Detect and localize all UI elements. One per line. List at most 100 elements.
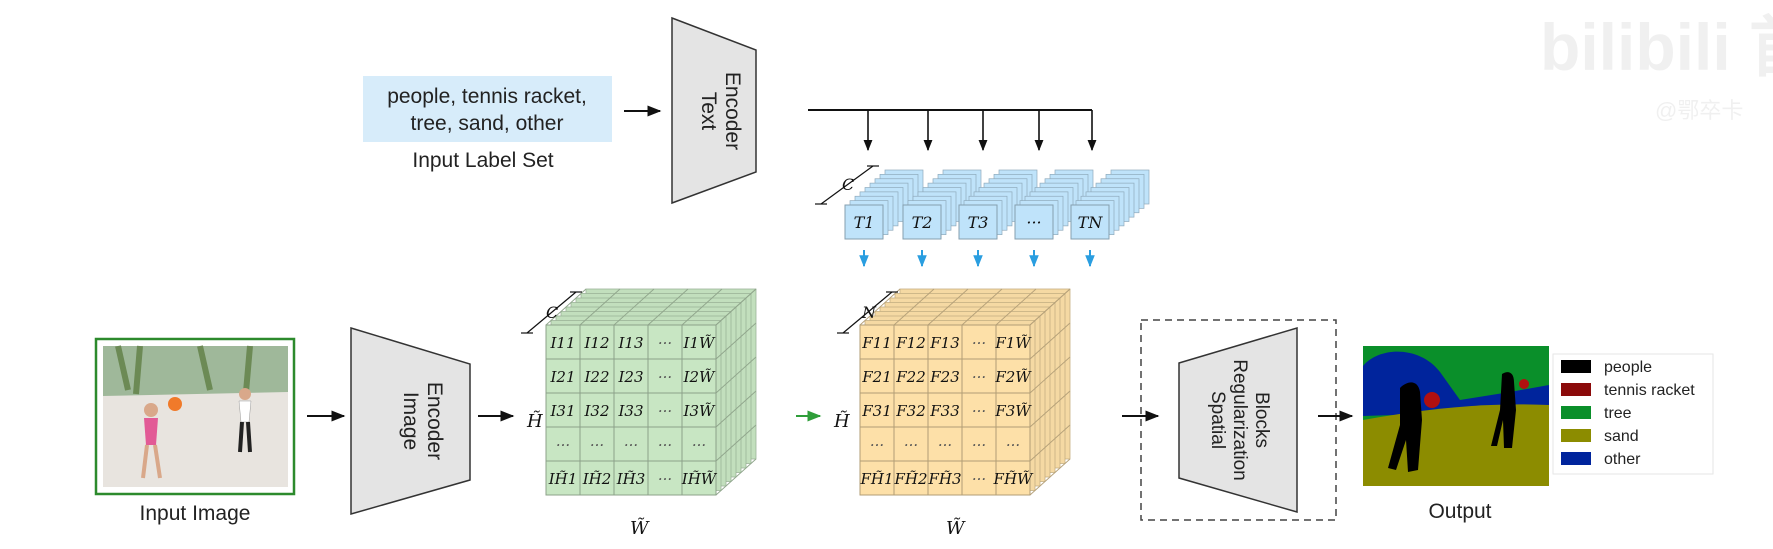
fused-feature-cell-label: ··· xyxy=(972,368,986,386)
text-token-label: T3 xyxy=(968,213,989,232)
fused-feature-cell-label: F3W̃ xyxy=(994,402,1032,420)
image-feature-cell-label: I3W̃ xyxy=(683,402,716,420)
image-encoder-line1: Image xyxy=(399,392,422,450)
image-feature-cell xyxy=(681,426,717,462)
seg-sand xyxy=(1363,404,1549,486)
photo-trees xyxy=(103,346,288,396)
fused-feature-cell xyxy=(859,460,895,496)
spatial-regularization-blocks: Spatial Regularization Blocks xyxy=(1140,319,1337,521)
fused-feature-cell-label: ··· xyxy=(972,470,986,488)
text-encoder-line2: Encoder xyxy=(721,72,744,150)
image-encoder-shape xyxy=(350,326,471,515)
fused-feature-cell xyxy=(995,392,1031,428)
image-feature-cell xyxy=(681,324,717,360)
fused-feature-cell-label: F13 xyxy=(929,334,960,352)
fused-feature-cell-label: ··· xyxy=(904,436,918,454)
text-token-label: T2 xyxy=(912,213,933,232)
image-feature-side-edge xyxy=(715,356,757,394)
text-feature-tokens: T1 T2 T3 ··· TN xyxy=(844,169,1150,240)
text-token-5: TN xyxy=(1070,169,1150,240)
image-feature-cell xyxy=(545,426,581,462)
fused-feature-cell xyxy=(927,324,963,360)
fused-feature-cell-label: ··· xyxy=(938,436,952,454)
image-feature-cell-label: I2W̃ xyxy=(683,368,716,386)
image-feature-side-edge xyxy=(715,322,757,360)
image-feature-cell xyxy=(613,324,649,360)
text-dim-line xyxy=(820,165,874,205)
legend-swatch-people xyxy=(1561,360,1591,373)
text-token-3: T3 xyxy=(958,169,1038,240)
image-feature-cell xyxy=(647,392,683,428)
photo-person2-legs xyxy=(238,421,252,453)
label-set-caption: Input Label Set xyxy=(412,149,553,172)
fused-feature-cell-label: F33 xyxy=(929,402,960,420)
photo-person1-legs xyxy=(141,444,162,479)
text-token-4: ··· xyxy=(1014,169,1094,240)
image-feature-cell-label: I1W̃ xyxy=(683,334,716,352)
spatial-line1: Spatial xyxy=(1207,391,1228,449)
fused-feature-cell-label: FH̃3 xyxy=(927,470,961,488)
label-set-line2: tree, sand, other xyxy=(411,112,564,135)
image-depth-line xyxy=(526,291,577,334)
image-feature-cell-label: ··· xyxy=(658,402,672,420)
photo-racket1 xyxy=(168,397,182,411)
text-token-front xyxy=(902,204,942,240)
text-encoder: Text Encoder xyxy=(671,16,757,205)
spatial-shape xyxy=(1178,326,1298,513)
fused-feature-cell xyxy=(927,426,963,462)
image-feature-top-edge xyxy=(647,288,689,326)
text-token-label: ··· xyxy=(1026,213,1041,232)
fused-height-label: H̃ xyxy=(833,410,850,432)
image-feature-cell xyxy=(613,358,649,394)
fused-feature-side-edge xyxy=(1029,424,1071,462)
fused-depth-label: N xyxy=(861,303,877,322)
image-feature-top-edge xyxy=(579,288,621,326)
fused-feature-cell-label: FH̃1 xyxy=(859,470,893,488)
legend-label-tree: tree xyxy=(1604,405,1632,422)
fused-feature-cell xyxy=(859,324,895,360)
fused-feature-cell xyxy=(995,324,1031,360)
input-image: Input Image xyxy=(94,337,296,525)
image-height-label: H̃ xyxy=(526,410,543,432)
fused-feature-cell-label: FH̃W̃ xyxy=(993,470,1034,488)
image-feature-top-edge xyxy=(681,288,723,326)
fused-feature-cell-label: F2W̃ xyxy=(994,368,1032,386)
fused-feature-top-edge xyxy=(859,288,901,326)
spatial-line3: Blocks xyxy=(1251,392,1272,448)
image-encoder: Image Encoder xyxy=(350,326,471,515)
image-feature-cell-label: ··· xyxy=(658,334,672,352)
image-feature-cell-label: ··· xyxy=(692,436,706,454)
output-segmentation: Output xyxy=(1363,346,1549,523)
fused-feature-cell-label: ··· xyxy=(1006,436,1020,454)
fused-feature-cell xyxy=(927,392,963,428)
text-token-front xyxy=(1070,204,1110,240)
fused-feature-cell-label: F23 xyxy=(929,368,960,386)
seg-person2 xyxy=(1491,372,1516,448)
input-image-caption: Input Image xyxy=(140,502,251,525)
image-depth-label: C xyxy=(546,303,558,322)
input-label-set: people, tennis racket, tree, sand, other… xyxy=(363,76,612,172)
legend-label-people: people xyxy=(1604,359,1652,376)
legend-label-other: other xyxy=(1604,451,1641,468)
token-to-fused-arrows xyxy=(859,250,1095,268)
fused-feature-top-edge xyxy=(961,288,1003,326)
fused-feature-cell xyxy=(995,358,1031,394)
fused-feature-cell xyxy=(961,358,997,394)
image-feature-cell xyxy=(579,358,615,394)
image-feature-cell-label: I12 xyxy=(583,334,609,352)
image-feature-cell-label: I22 xyxy=(583,368,609,386)
image-feature-cell xyxy=(681,392,717,428)
image-feature-cell-label: I13 xyxy=(617,334,643,352)
image-feature-cell-label: I11 xyxy=(549,334,575,352)
fused-feature-side-edge xyxy=(1029,356,1071,394)
image-feature-cell-label: IH̃W̃ xyxy=(681,470,718,488)
image-feature-cell xyxy=(545,392,581,428)
text-token-label: T1 xyxy=(854,213,875,232)
fused-width-label: W̃ xyxy=(946,517,966,539)
legend-label-sand: sand xyxy=(1604,428,1639,445)
fused-feature-cell-label: F12 xyxy=(895,334,926,352)
